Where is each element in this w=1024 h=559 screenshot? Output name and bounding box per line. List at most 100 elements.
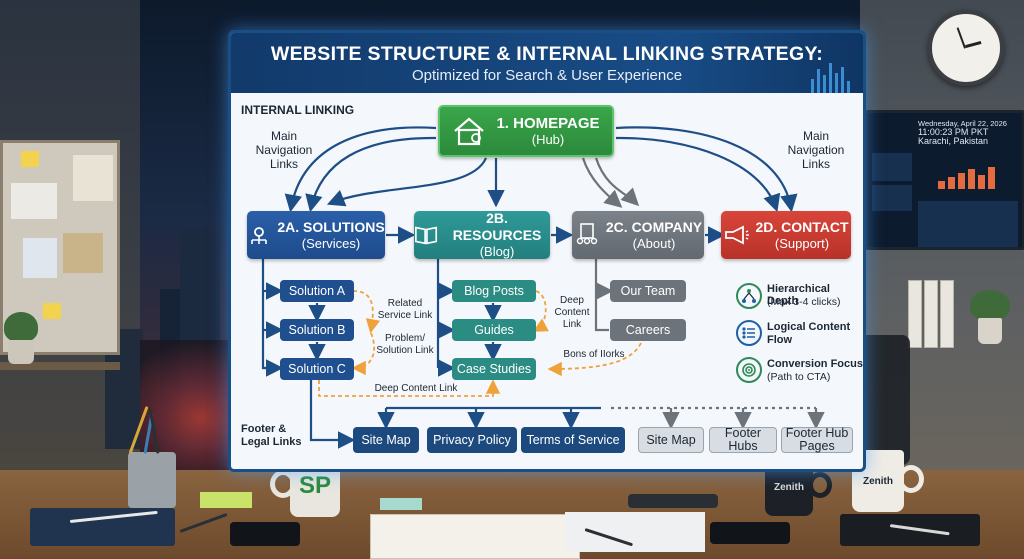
homepage-node[interactable]: 1. HOMEPAGE (Hub) (438, 105, 614, 157)
main-nav-left-label: Main Navigation Links (239, 129, 329, 171)
label-line: Solution Link (376, 345, 434, 356)
child-guides[interactable]: Guides (452, 319, 536, 341)
monitor-bar (978, 175, 985, 189)
plant-pot (978, 318, 1002, 344)
problem-solution-label: Problem/ Solution Link (374, 333, 436, 357)
header-decor-bar (823, 75, 826, 93)
bons-of-iiorks-label: Bons of IIorks (563, 349, 625, 360)
gear-network-icon (251, 227, 268, 244)
child-careers[interactable]: Careers (610, 319, 686, 341)
monitor-panel (918, 201, 1018, 247)
child-blog-posts[interactable]: Blog Posts (452, 280, 536, 302)
mug-logo: Zenith (863, 475, 893, 487)
section-subtitle: (Support) (774, 235, 830, 251)
label-line: Deep (560, 295, 584, 306)
section-subtitle: (About) (632, 235, 676, 251)
monitor-datetime: Wednesday, April 22, 2026 11:00:23 PM PK… (918, 119, 1007, 146)
binder (924, 280, 938, 348)
monitor-bar (948, 177, 955, 189)
header-decor-bar (835, 73, 838, 93)
header-decor-bar (829, 63, 832, 93)
mug-handle (808, 472, 832, 498)
mug-handle (270, 470, 296, 498)
board-header: WEBSITE STRUCTURE & INTERNAL LINKING STR… (231, 33, 863, 93)
monitor-date: Wednesday, April 22, 2026 (918, 119, 1007, 128)
bookshelf (908, 280, 1024, 355)
label-line: Link (562, 319, 582, 330)
label-line: Links (269, 157, 298, 171)
plant (4, 312, 38, 342)
home-icon (454, 117, 485, 146)
open-notebook (370, 514, 580, 559)
phone (230, 522, 300, 546)
sticky-note (43, 303, 61, 319)
label-line: Main (802, 129, 829, 143)
label-line: Main (270, 129, 297, 143)
footer-hubs[interactable]: Footer Hubs (709, 427, 777, 453)
homepage-subtitle: (Hub) (531, 131, 565, 147)
label-line: Legal Links (241, 436, 302, 448)
header-decor-bar (847, 81, 850, 93)
book-icon (415, 226, 438, 245)
wall-monitor: Wednesday, April 22, 2026 11:00:23 PM PK… (865, 110, 1024, 250)
mug-handle (898, 465, 924, 493)
monitor-panel (872, 153, 912, 181)
footer-privacy-policy[interactable]: Privacy Policy (427, 427, 517, 453)
section-solutions[interactable]: 2A. SOLUTIONS (Services) (247, 211, 385, 259)
footer-hub-pages[interactable]: Footer Hub Pages (781, 427, 853, 453)
binder (940, 280, 954, 348)
monitor-time: 11:00:23 PM PKT (918, 127, 989, 137)
section-contact[interactable]: 2D. CONTACT (Support) (721, 211, 851, 259)
footer-site-map-alt[interactable]: Site Map (638, 427, 704, 453)
pinned-chart (73, 155, 113, 201)
sticky-pad (200, 492, 252, 508)
section-subtitle: (Blog) (479, 244, 515, 259)
deep-content-link-label: Deep Content Link (374, 383, 458, 394)
strategy-board: WEBSITE STRUCTURE & INTERNAL LINKING STR… (228, 30, 866, 472)
child-our-team[interactable]: Our Team (610, 280, 686, 302)
monitor-bar (988, 167, 995, 189)
notebook (840, 514, 980, 546)
pinned-swatch (63, 233, 103, 273)
megaphone-icon (725, 225, 750, 245)
footer-site-map[interactable]: Site Map (353, 427, 419, 453)
building-team-icon (576, 223, 598, 245)
child-case-studies[interactable]: Case Studies (452, 358, 536, 380)
sticky-note (21, 151, 39, 167)
board-title: WEBSITE STRUCTURE & INTERNAL LINKING STR… (270, 43, 824, 65)
pencil-cup (128, 452, 176, 508)
related-service-label: Related Service Link (374, 298, 436, 322)
label-line: Problem/ (384, 333, 425, 344)
label-line: Content (554, 307, 590, 318)
legend-title: Hierarchical Depth (767, 283, 830, 307)
header-decor-bar (841, 67, 844, 93)
plant (970, 290, 1010, 320)
target-icon (736, 357, 762, 383)
legend-title: Conversion Focus (767, 358, 863, 370)
section-resources[interactable]: 2B. RESOURCES (Blog) (414, 210, 550, 259)
section-title: 2D. CONTACT (755, 218, 849, 235)
left-shelf (0, 362, 120, 370)
pinned-photo (23, 238, 57, 278)
main-nav-right-label: Main Navigation Links (771, 129, 861, 171)
label-line: Navigation (787, 143, 845, 157)
tablet (628, 494, 718, 508)
mug-logo: SP (298, 472, 331, 499)
label-line: Navigation (255, 143, 313, 157)
section-title: 2C. COMPANY (605, 218, 703, 235)
mug-logo: Zenith (774, 481, 804, 493)
monitor-location: Karachi, Pakistan (918, 136, 989, 146)
monitor-panel (872, 185, 912, 211)
child-solution-c[interactable]: Solution C (280, 358, 354, 380)
footer-terms-of-service[interactable]: Terms of Service (521, 427, 625, 453)
child-solution-a[interactable]: Solution A (280, 280, 354, 302)
wall-clock (928, 10, 1004, 86)
printed-report (565, 512, 705, 552)
section-title: 2A. SOLUTIONS (277, 218, 385, 235)
section-company[interactable]: 2C. COMPANY (About) (572, 211, 704, 259)
header-decor-bar (811, 79, 814, 93)
binder (908, 280, 922, 348)
child-solution-b[interactable]: Solution B (280, 319, 354, 341)
legend-title: Logical Content (767, 321, 851, 333)
section-subtitle: (Services) (301, 235, 361, 251)
